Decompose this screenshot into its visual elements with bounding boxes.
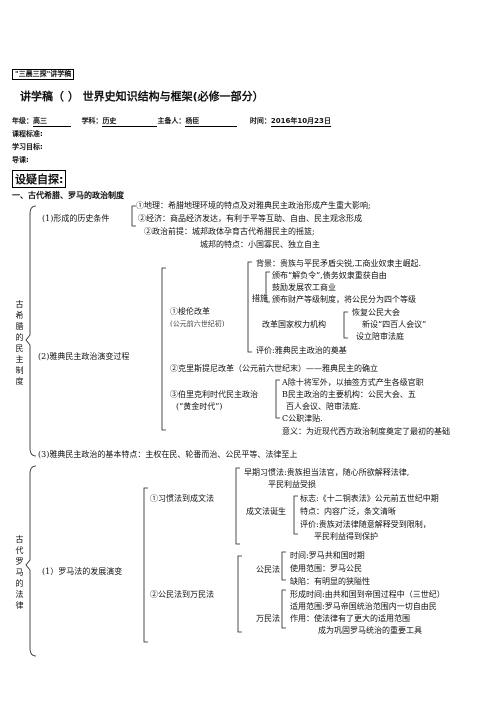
nations-law-label: 万民法 [256, 614, 280, 623]
early-customary: 早期习惯法:贵族担当法官，随心所欲解释法律, [244, 468, 410, 477]
roman-law-development: (1）罗马法的发展演变 [42, 567, 123, 576]
pericles-significance: 意义：为近现代西方政治制度奠定了最初的基础 [282, 427, 450, 436]
meta-line: 年级：高三 学科：历史主备人：杨臣 时间：2016年10月23日 [12, 116, 331, 127]
rome-side-label: 古代罗马的法律 [15, 535, 24, 612]
solon-measure-2: 鼓励发展农工商业 [272, 283, 336, 292]
grade-value: 高三 [33, 116, 71, 127]
solon-measure-1: 颁布“解负令”,债务奴隶重获自由 [272, 271, 387, 280]
grade-label: 年级： [12, 117, 33, 125]
solon-evaluation: 评价:雅典民主政治的奠基 [256, 346, 347, 355]
civil-to-nations: ②公民法到万民法 [150, 590, 214, 599]
solon-background: 背景：贵族与平民矛盾尖锐,工商业奴隶主崛起. [256, 259, 422, 268]
pericles-b: B民主政治的主要机构：公民大会、五 [282, 390, 416, 399]
golden-age: (“黄金时代”) [176, 402, 223, 411]
greece-economy: ②经济：商品经济发达，有利于平等互助、自由、民主观念形成 [138, 214, 362, 223]
time-label: 时间： [249, 117, 271, 125]
nations-time: 形成时间:由共和国到帝国过程中（三世纪） [290, 590, 445, 599]
greece-geo: ①地理：希腊地理环境的特点及对雅典民主政治形成产生重大影响; [136, 201, 371, 210]
civil-time: 时间:罗马共和国时期 [290, 551, 365, 560]
jury-court: 设立陪审法庭 [356, 332, 404, 341]
section-heading: 一、古代希腊、罗马的政治制度 [12, 191, 124, 200]
nations-role-2: 成为巩固罗马统治的重要工具 [318, 626, 422, 635]
civil-law-label: 公民法 [256, 565, 280, 574]
written-feature: 特点：内容广泛，条文清晰 [300, 507, 396, 516]
standard-label: 课程标准: [12, 130, 43, 138]
pericles-era: ③伯里克利时代民主政治 [170, 390, 258, 399]
pericles-a: A除十将军外，以抽签方式产生各级官职 [282, 378, 424, 387]
written-law-birth: 成文法诞生 [246, 507, 286, 516]
subject-label: 学科： [81, 117, 103, 125]
nations-role: 作用：使法律有了更大的适用范围 [290, 614, 410, 623]
solon-date: (公元前六世纪初) [170, 320, 225, 328]
preparer-value: 杨臣 [185, 116, 238, 127]
greece-city-state: 城邦的特点：小国寡民、独立自主 [200, 240, 320, 249]
reform-organs: 改革国家权力机构 [262, 320, 326, 329]
pericles-c: C公职津贴. [282, 414, 323, 423]
greece-conditions: (1)形成的历史条件 [42, 214, 110, 223]
subject-value: 历史 [102, 116, 158, 127]
series-tag: "三晨三探"讲学稿 [12, 69, 75, 80]
cleisthenes-reform: ②克里斯提尼改革（公元前六世纪末）——雅典民主的确立 [170, 364, 378, 373]
greece-process: (2)雅典民主政治演变过程 [38, 352, 130, 361]
nations-scope: 适用范围:罗马帝国统治范围内一切自由民 [290, 602, 437, 611]
preparer-label: 主备人： [157, 117, 186, 125]
time-value: 2016年10月23日 [270, 117, 331, 127]
early-customary-2: 平民利益受损 [268, 480, 316, 489]
solon-measure-3: 颁布财产等级制度，将公民分为四个等级 [272, 295, 416, 304]
new-council: 新设“四百人会议” [362, 320, 427, 329]
section-tag: 设疑自探: [12, 170, 67, 188]
greece-side-label: 古希腊的民主制度 [15, 300, 24, 388]
athens-features: (3)雅典民主政治的基本特点：主权在民、轮番而治、公民平等、法律至上 [38, 450, 298, 459]
restore-assembly: 恢复公民大会 [352, 308, 400, 317]
guide-label: 导课: [12, 156, 29, 164]
page-title: 讲学稿（ ） 世界史知识结构与框架(必修一部分） [20, 90, 264, 103]
civil-flaw: 缺陷：有明显的狭隘性 [290, 577, 370, 586]
goal-label: 学习目标: [12, 143, 43, 151]
civil-scope: 使用范围：罗马公民 [290, 564, 362, 573]
pericles-b2: 百人会议、陪审法庭. [286, 402, 361, 411]
measures-label: 措施 [252, 294, 268, 303]
customary-to-written: ①习惯法到成文法 [150, 494, 214, 503]
solon-reform: ①梭伦改革 [170, 307, 210, 316]
greece-politics: ②政治前提：城邦政体孕育古代希腊民主的摇篮; [144, 227, 315, 236]
written-evaluation-2: 平民利益得到保护 [314, 532, 378, 541]
twelve-tables: 标志:《十二铜表法》公元前五世纪中期 [300, 494, 439, 503]
written-evaluation: 评价:贵族对法律随意解释受到限制， [300, 520, 431, 529]
